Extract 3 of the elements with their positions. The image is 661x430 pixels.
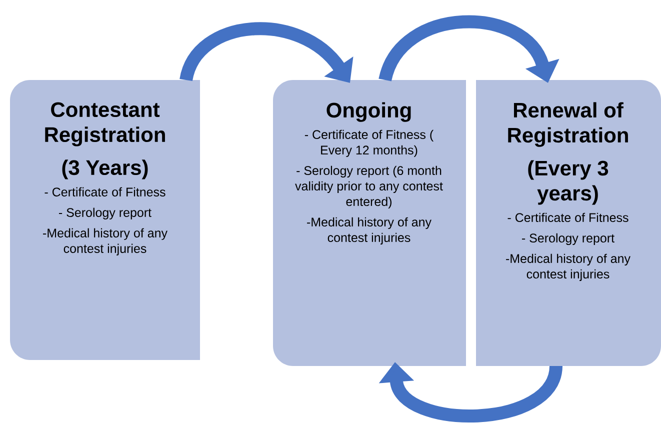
process-box: Renewal of Registration (Every 3 years) - Certificate of Fitness - Serology report -Medical history of any contest injuries [476, 80, 661, 366]
process-box: Contestant Registration (3 Years) - Certificate of Fitness - Serology report -Medical history of any contest injuries [10, 80, 200, 360]
process-box: Ongoing - Certificate of Fitness ( Every 12 months) - Serology report (6 month validity prior to any contest entered) -Medical history of any contest injuries [273, 80, 466, 366]
